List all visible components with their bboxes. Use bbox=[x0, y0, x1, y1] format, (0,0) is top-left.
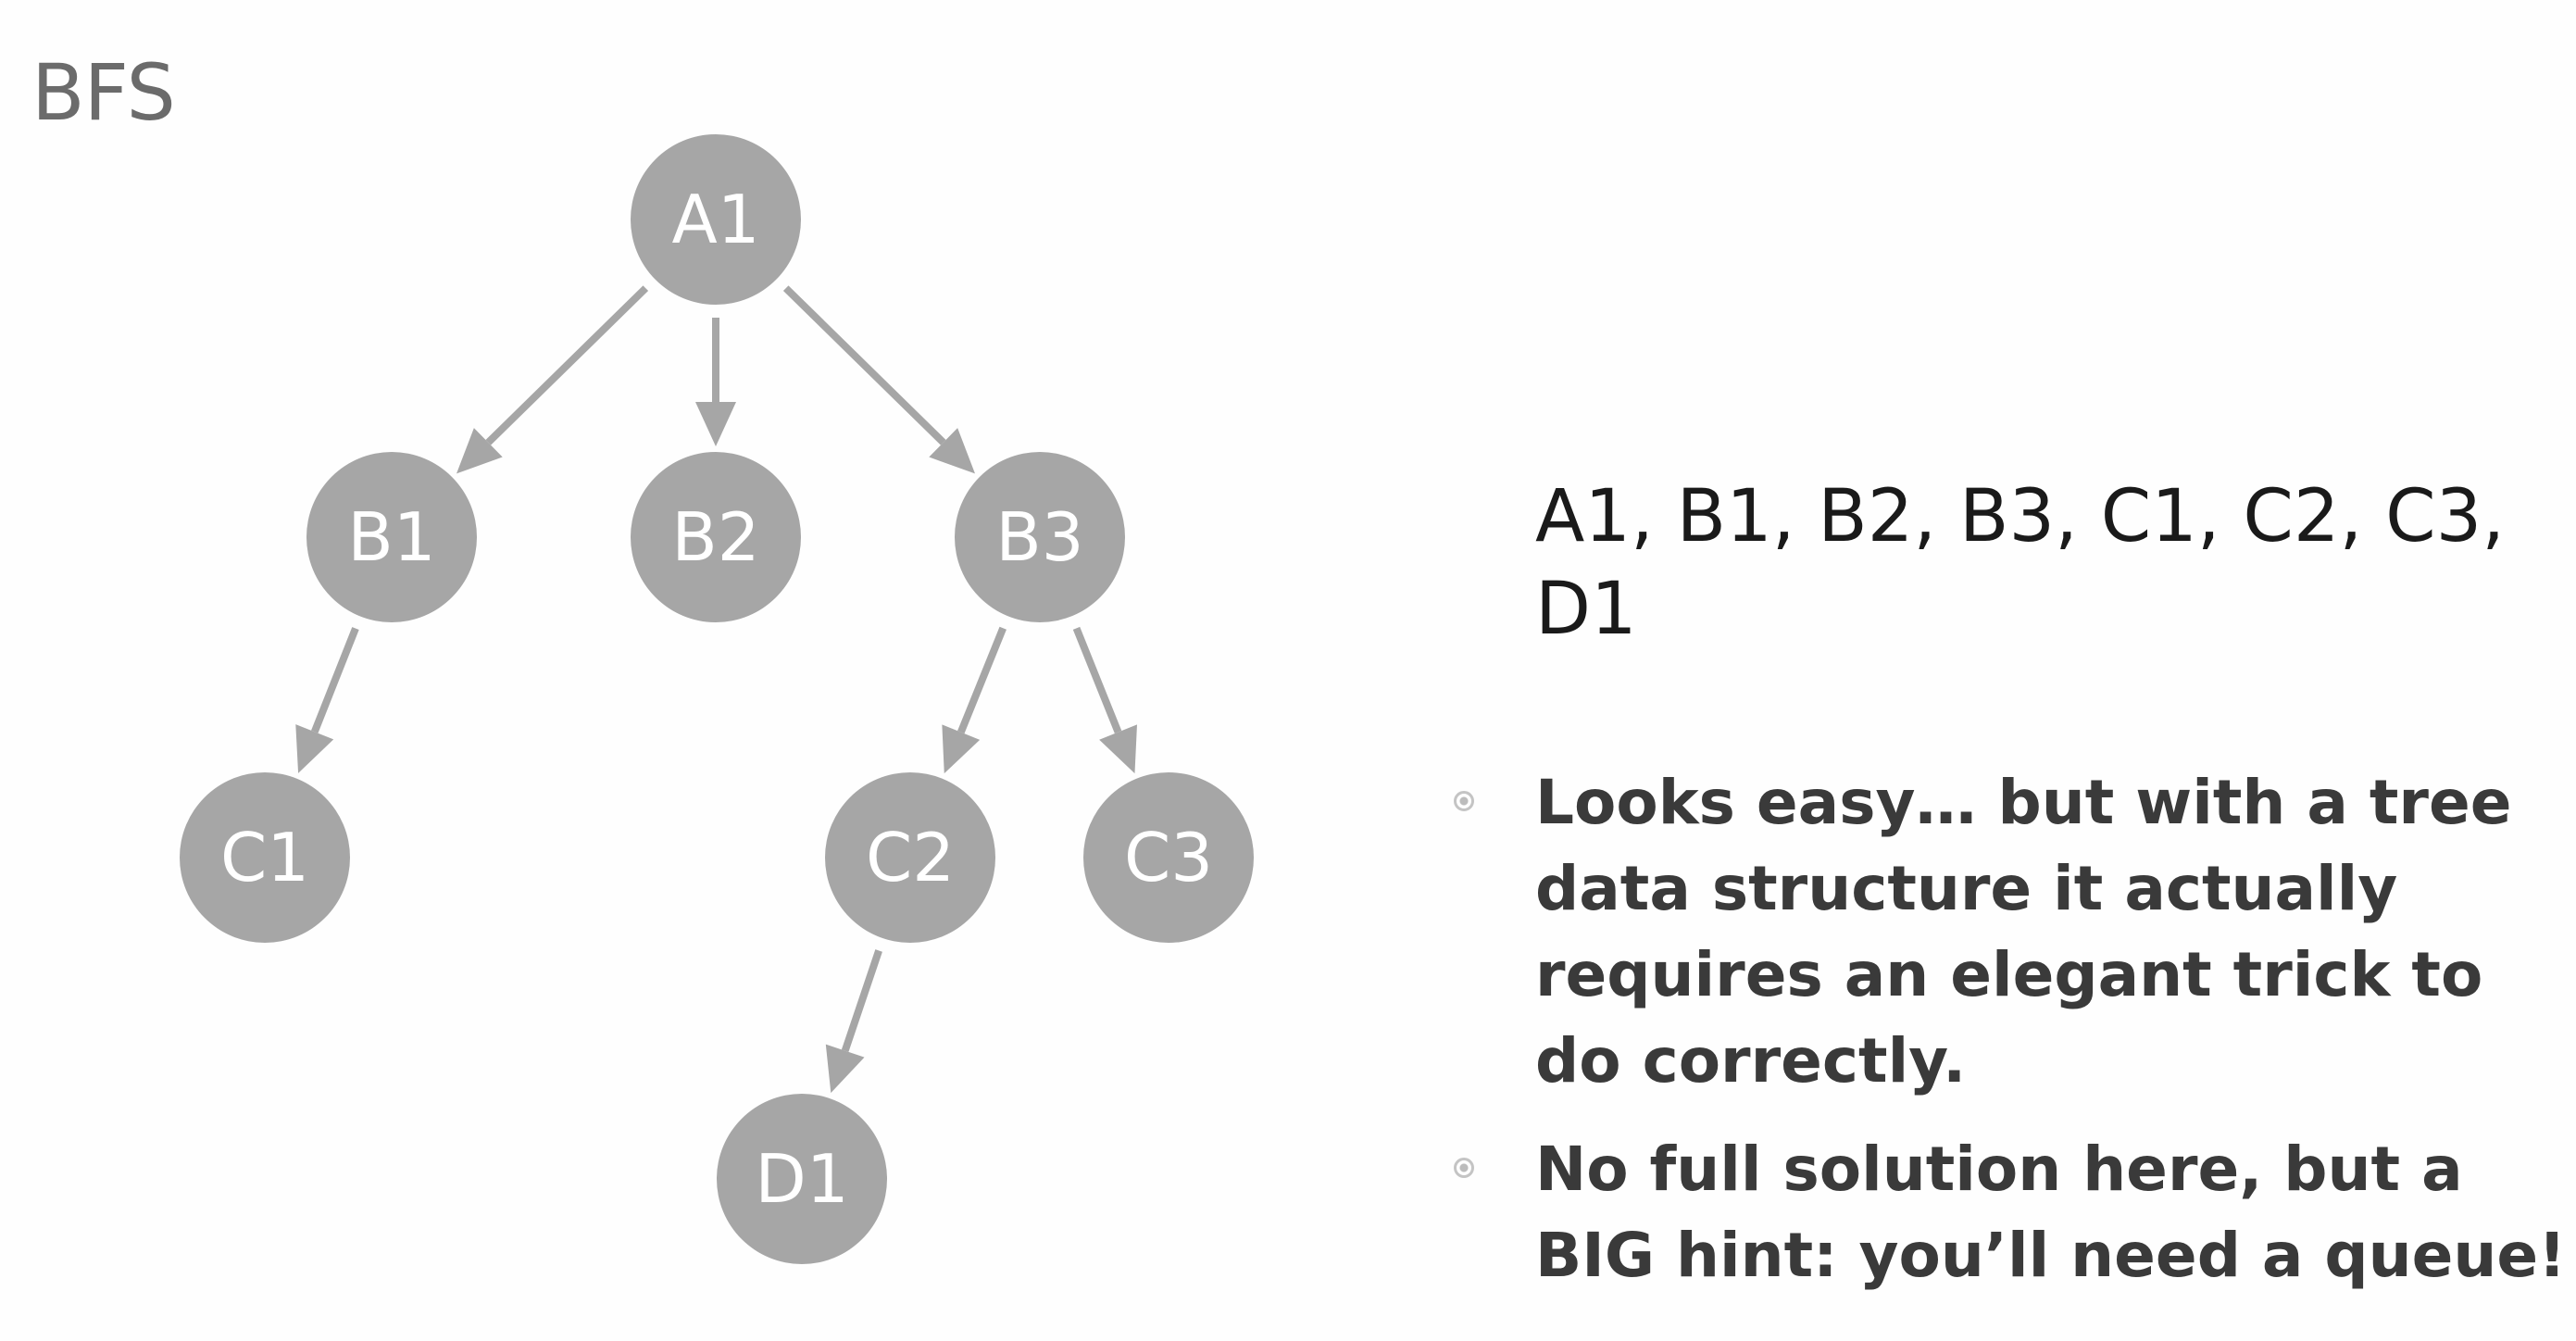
tree-node-B2: B2 bbox=[631, 452, 801, 622]
bullet-icon bbox=[1454, 791, 1474, 811]
node-circle bbox=[180, 772, 350, 943]
edge-A1-B3 bbox=[782, 285, 946, 445]
slide-title: BFS bbox=[31, 47, 176, 138]
arrowhead-icon bbox=[295, 724, 334, 773]
node-circle bbox=[955, 452, 1125, 622]
tree-node-C3: C3 bbox=[1083, 772, 1254, 943]
bullet-icon bbox=[1454, 1158, 1474, 1178]
tree-node-C1: C1 bbox=[180, 772, 350, 943]
tree-node-D1: D1 bbox=[717, 1094, 887, 1264]
node-circle bbox=[717, 1094, 887, 1264]
node-circle bbox=[306, 452, 477, 622]
arrowhead-icon bbox=[929, 428, 976, 474]
arrowhead-icon bbox=[695, 402, 736, 446]
bullet-item: No full solution here, but a BIG hint: y… bbox=[1454, 1126, 2570, 1298]
tree-node-B1: B1 bbox=[306, 452, 477, 622]
bullet-text: No full solution here, but a BIG hint: y… bbox=[1535, 1134, 2567, 1291]
node-label: B1 bbox=[347, 498, 435, 576]
bullet-text: Looks easy… but with a tree data structu… bbox=[1535, 767, 2512, 1097]
node-circle bbox=[1083, 772, 1254, 943]
node-label: C1 bbox=[220, 819, 309, 896]
node-circle bbox=[825, 772, 995, 943]
arrowhead-icon bbox=[825, 1044, 865, 1094]
arrowhead-icon bbox=[456, 428, 503, 474]
node-label: A1 bbox=[671, 181, 759, 258]
tree-node-B3: B3 bbox=[955, 452, 1125, 622]
tree-edges bbox=[295, 285, 1137, 1094]
arrowhead-icon bbox=[1099, 724, 1137, 774]
bfs-traversal-order: A1, B1, B2, B3, C1, C2, C3, D1 bbox=[1535, 475, 2505, 651]
tree-node-A1: A1 bbox=[631, 134, 801, 305]
node-label: C2 bbox=[866, 819, 955, 896]
node-circle bbox=[631, 134, 801, 305]
arrowhead-icon bbox=[942, 724, 981, 774]
tree-node-C2: C2 bbox=[825, 772, 995, 943]
node-label: B3 bbox=[995, 498, 1083, 576]
edge-B3-C2 bbox=[957, 626, 1007, 734]
edge-B1-C1 bbox=[311, 627, 359, 733]
edge-A1-B1 bbox=[485, 285, 649, 445]
edge-C2-D1 bbox=[841, 949, 882, 1052]
node-label: B2 bbox=[671, 498, 759, 576]
bullet-list: Looks easy… but with a tree data structu… bbox=[1454, 759, 2570, 1321]
bullet-item: Looks easy… but with a tree data structu… bbox=[1454, 759, 2570, 1104]
node-label: D1 bbox=[755, 1140, 848, 1218]
edge-B3-C3 bbox=[1072, 626, 1122, 734]
node-circle bbox=[631, 452, 801, 622]
node-label: C3 bbox=[1124, 819, 1213, 896]
